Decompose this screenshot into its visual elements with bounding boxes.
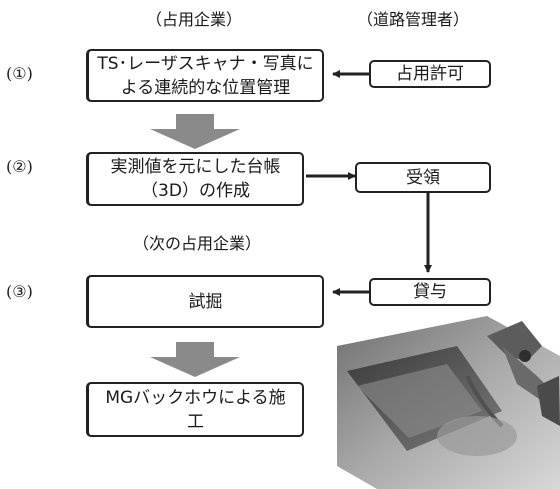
big-down-arrow-1: [150, 114, 240, 149]
mg-backhoe-box-text: MGバックホウによる施 工: [105, 387, 286, 432]
permit-box-text: 占用許可: [396, 64, 464, 84]
survey-box-text: TS･レーザスキャナ・写真に よる連続的な位置管理: [97, 53, 314, 98]
step-2-label: (②): [6, 157, 33, 176]
company-column-header: （占用企業）: [146, 10, 243, 29]
lend-box-text: 貸与: [413, 282, 447, 302]
step-1-label: (①): [6, 64, 33, 83]
trial-dig-box: 試掘: [86, 275, 324, 328]
mg-backhoe-box: MGバックホウによる施 工: [86, 382, 304, 437]
receive-box: 受領: [355, 162, 491, 193]
backhoe-photo: [337, 316, 560, 489]
step-3-label: (③): [6, 282, 33, 301]
ledger-box-text: 実測値を元にした台帳 （3D）の作成: [110, 157, 281, 201]
survey-box: TS･レーザスキャナ・写真に よる連続的な位置管理: [86, 49, 324, 102]
receive-box-text: 受領: [406, 167, 440, 188]
permit-box: 占用許可: [369, 60, 491, 88]
trial-dig-box-text: 試掘: [188, 291, 223, 312]
road-admin-column-header: （道路管理者）: [357, 10, 470, 29]
ledger-box: 実測値を元にした台帳 （3D）の作成: [86, 152, 304, 206]
next-company-label: （次の占用企業）: [133, 234, 262, 253]
lend-box: 貸与: [369, 278, 491, 306]
big-down-arrow-2: [150, 342, 240, 377]
